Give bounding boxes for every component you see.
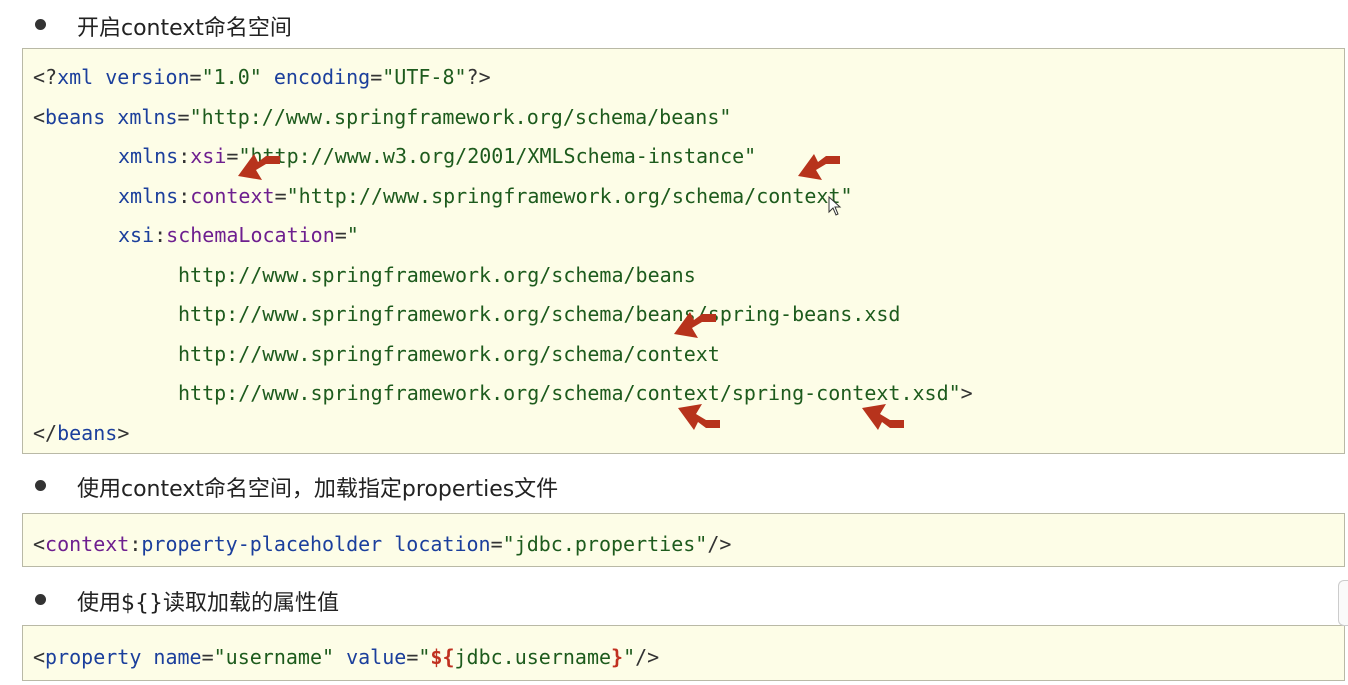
code-line-beans-close: </beans>: [33, 421, 130, 445]
bullet-dot-icon: [35, 594, 46, 605]
code-line-xml-decl: <?xml version="1.0" encoding="UTF-8"?>: [33, 65, 491, 89]
bullet-text: 使用${}读取加载的属性值: [77, 591, 339, 616]
bullet-text: 使用context命名空间，加载指定properties文件: [77, 477, 559, 502]
code-line-beans-open: <beans xmlns="http://www.springframework…: [33, 105, 732, 129]
code-line-schema-beans: http://www.springframework.org/schema/be…: [178, 263, 696, 287]
code-line-property-placeholder: <context:property-placeholder location="…: [33, 532, 732, 556]
code-line-xmlns-xsi: xmlns:xsi="http://www.w3.org/2001/XMLSch…: [118, 144, 757, 168]
bullet-dot-icon: [35, 19, 46, 30]
code-line-schema-beans-xsd: http://www.springframework.org/schema/be…: [178, 302, 901, 326]
code-block-beans-header: <?xml version="1.0" encoding="UTF-8"?> <…: [22, 48, 1345, 454]
bullet-dot-icon: [35, 480, 46, 491]
code-line-xmlns-context: xmlns:context="http://www.springframewor…: [118, 184, 853, 208]
code-line-schema-context: http://www.springframework.org/schema/co…: [178, 342, 720, 366]
code-line-property-usage: <property name="username" value="${jdbc.…: [33, 645, 660, 669]
code-block-property-placeholder: <context:property-placeholder location="…: [22, 513, 1345, 567]
code-block-property-usage: <property name="username" value="${jdbc.…: [22, 625, 1345, 681]
mouse-cursor-icon: [828, 196, 842, 216]
bullet-text: 开启context命名空间: [77, 16, 292, 41]
code-line-schema-context-xsd: http://www.springframework.org/schema/co…: [178, 381, 973, 405]
code-line-schema-location: xsi:schemaLocation=": [118, 223, 359, 247]
side-panel-tab[interactable]: [1338, 580, 1348, 626]
